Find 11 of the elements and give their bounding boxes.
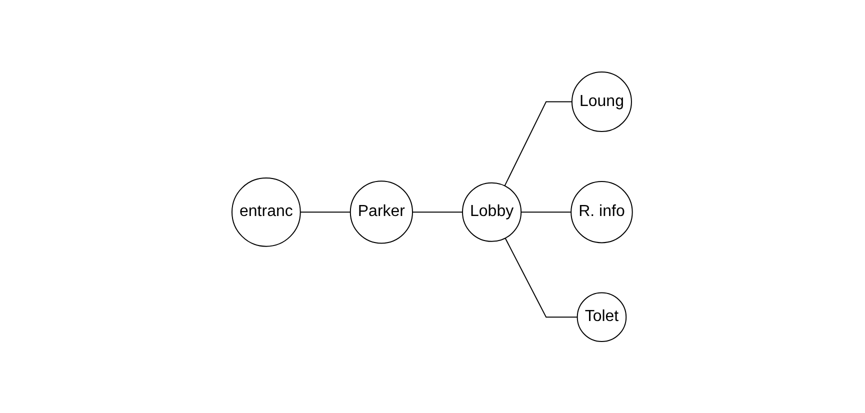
connector [505,237,578,318]
node-circle: entranc [232,177,302,247]
connector [504,100,573,186]
node-circle: Loung [572,71,632,132]
node-circle: Parker [350,180,414,244]
connector [300,211,352,212]
node-circle: Lobby [462,182,522,242]
node-circle: R. info [570,180,634,243]
connector [412,211,464,212]
connector [520,211,572,212]
node-circle: Tolet [577,292,627,342]
